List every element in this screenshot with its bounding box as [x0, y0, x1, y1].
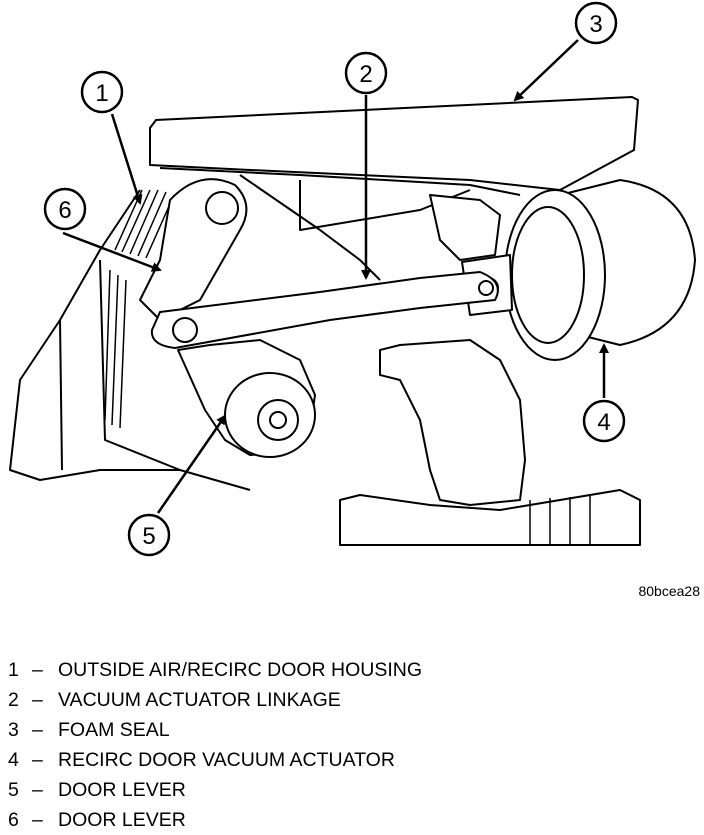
legend-label: FOAM SEAL: [58, 719, 170, 741]
housing-front-face: [59, 259, 181, 471]
legend-dash: –: [32, 719, 43, 741]
figure-code: 80bcea28: [638, 583, 700, 599]
legend-number: 2: [8, 689, 19, 711]
callout-2: 2: [344, 51, 388, 280]
lower-door-lever: [177, 339, 316, 458]
legend-label: RECIRC DOOR VACUUM ACTUATOR: [58, 749, 395, 771]
vacuum-actuator: [461, 179, 696, 361]
actuator-bracket: [429, 194, 501, 261]
legend-dash: –: [32, 749, 43, 771]
legend-item-3: 3–FOAM SEAL: [8, 715, 422, 745]
legend-dash: –: [32, 659, 43, 681]
callout-1: 1: [80, 70, 143, 205]
legend-item-1: 1–OUTSIDE AIR/RECIRC DOOR HOUSING: [8, 655, 422, 685]
hvac-assembly-drawing: [9, 96, 696, 546]
legend-label: VACUUM ACTUATOR LINKAGE: [58, 689, 341, 711]
callout-6: 6: [43, 187, 162, 272]
housing-inner-wall: [239, 174, 471, 281]
callout-number-6: 6: [58, 197, 71, 224]
housing-left-wall: [9, 189, 251, 491]
callout-4: 4: [582, 343, 626, 443]
actuator-linkage: [150, 271, 499, 349]
legend-dash: –: [32, 779, 43, 801]
door-housing: [149, 96, 639, 191]
technical-illustration: 1 2 3 4 5 6: [9, 1, 696, 557]
callout-number-4: 4: [597, 409, 610, 436]
legend-number: 1: [8, 659, 19, 681]
callout-number-2: 2: [359, 61, 372, 88]
callouts: 1 2 3 4 5 6: [43, 1, 626, 557]
foam-seal-ridges: [104, 189, 175, 429]
legend-dash: –: [32, 809, 43, 831]
callout-number-1: 1: [95, 80, 108, 107]
legend-number: 4: [8, 749, 19, 771]
callout-3: 3: [513, 1, 618, 102]
legend-number: 3: [8, 719, 19, 741]
lower-housing-panel: [379, 339, 526, 506]
housing-ribs: [529, 495, 591, 545]
legend-label: DOOR LEVER: [58, 779, 186, 801]
legend-number: 6: [8, 809, 19, 831]
housing-lip: [159, 167, 521, 196]
legend-item-6: 6–DOOR LEVER: [8, 805, 422, 835]
legend-number: 5: [8, 779, 19, 801]
upper-door-lever: [139, 178, 248, 321]
callout-number-5: 5: [142, 523, 155, 550]
legend-item-2: 2–VACUUM ACTUATOR LINKAGE: [8, 685, 422, 715]
legend-label: DOOR LEVER: [58, 809, 186, 831]
callout-number-3: 3: [589, 11, 602, 38]
legend-dash: –: [32, 689, 43, 711]
legend-item-4: 4–RECIRC DOOR VACUUM ACTUATOR: [8, 745, 422, 775]
legend-label: OUTSIDE AIR/RECIRC DOOR HOUSING: [58, 659, 423, 681]
callout-5: 5: [127, 414, 227, 557]
legend: 1–OUTSIDE AIR/RECIRC DOOR HOUSING 2–VACU…: [8, 655, 422, 835]
legend-item-5: 5–DOOR LEVER: [8, 775, 422, 805]
